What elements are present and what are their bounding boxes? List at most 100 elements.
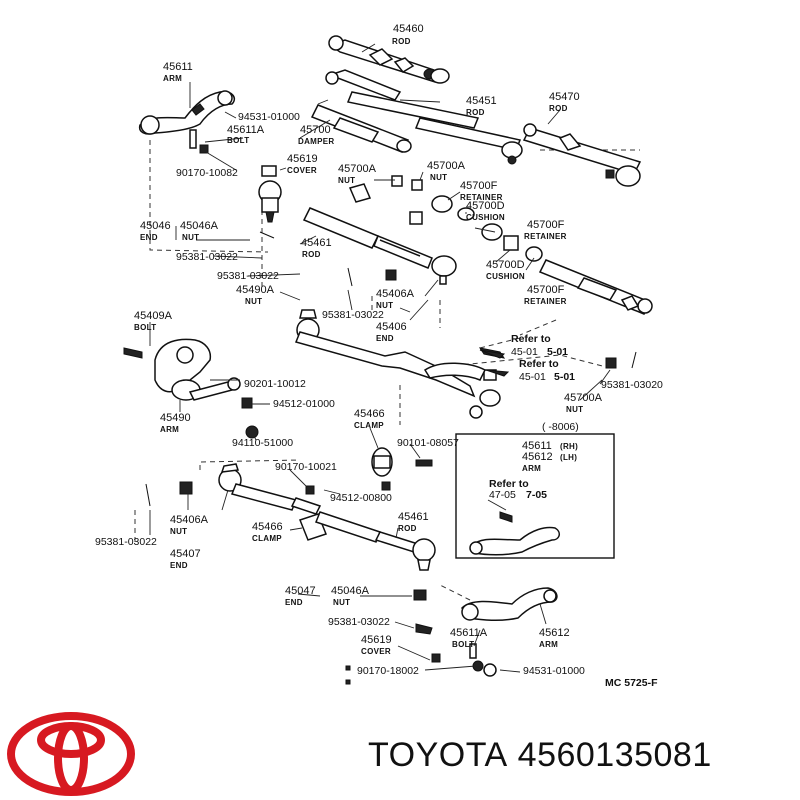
label-90201-10012: 90201-10012 (244, 378, 306, 390)
end-45046-drawing (258, 165, 282, 239)
label-retainer-1: RETAINER (460, 193, 503, 202)
label-bolt-2: BOLT (134, 323, 156, 332)
label-arm-1: ARM (163, 74, 182, 83)
rod-45451-drawing (414, 117, 523, 165)
label-45046: 45046 (140, 220, 171, 232)
inset-box (455, 433, 615, 559)
arm-45612-drawing (345, 587, 558, 685)
label-lh: (LH) (560, 453, 577, 462)
damper-45700-drawing (310, 91, 480, 153)
damper-hardware-drawing (348, 175, 543, 262)
label-45470: 45470 (549, 91, 580, 103)
label-45700: 45700 (300, 124, 331, 136)
label-ref-a-sec: 45-01 (511, 346, 538, 358)
label-retainer-2: RETAINER (524, 232, 567, 241)
label-rh: (RH) (560, 442, 578, 451)
label-45046A-b: 45046A (331, 585, 370, 597)
label-45409A: 45409A (134, 310, 173, 322)
label-bolt-3: BOLT (452, 640, 474, 649)
label-ref-a-fig: 5-01 (547, 346, 568, 358)
label-ref-b-sec: 45-01 (519, 371, 546, 383)
dashed-leader-lines (134, 140, 640, 601)
label-90170-10021: 90170-10021 (275, 461, 337, 473)
label-94512-01000: 94512-01000 (273, 398, 335, 410)
label-rod-4: ROD (302, 250, 321, 259)
label-nut-5: NUT (376, 301, 393, 310)
label-45700F-b: 45700F (527, 219, 565, 231)
label-45700F-c: 45700F (527, 284, 565, 296)
refer-arrows (479, 349, 510, 511)
label-arm-3: ARM (522, 464, 541, 473)
label-45406: 45406 (376, 321, 407, 333)
label-45461: 45461 (301, 237, 332, 249)
label-end-2: END (376, 334, 394, 343)
label-45700A-c: 45700A (564, 392, 603, 404)
label-rod-1: ROD (392, 37, 411, 46)
label-45611A: 45611A (227, 124, 265, 136)
label-45700A-a: 45700A (338, 163, 377, 175)
label-95381-03022-d: 95381-03022 (95, 536, 157, 548)
label-ref-c-sec: 47-05 (489, 489, 516, 501)
label-nut-4: NUT (245, 297, 262, 306)
label-95381-03022-e: 95381-03022 (328, 616, 390, 628)
label-45406A-b: 45406A (170, 514, 209, 526)
label-nut-1: NUT (338, 176, 355, 185)
label-45406A: 45406A (376, 288, 415, 300)
label-refer-to-c: Refer to (489, 478, 529, 490)
label-94110-51000: 94110-51000 (232, 437, 293, 449)
label-45611: 45611 (163, 61, 193, 73)
rod-45461-drawing (302, 207, 457, 287)
label-arm-4: ARM (539, 640, 558, 649)
idler-arm-drawing (123, 338, 259, 439)
label-cushion-1: CUSHION (466, 213, 505, 222)
clamp-45466-drawing (371, 447, 433, 491)
label-arm-2: ARM (160, 425, 179, 434)
label-45619: 45619 (287, 153, 318, 165)
label-end-1: END (140, 233, 158, 242)
label-45611-rh: 45611 (522, 440, 552, 452)
label-nut-8: NUT (333, 598, 350, 607)
label-range: ( -8006) (542, 421, 579, 433)
label-45466-b: 45466 (252, 521, 283, 533)
label-45700D-a: 45700D (466, 200, 505, 212)
label-45700F-a: 45700F (460, 180, 498, 192)
rod-45461b-drawing (315, 511, 436, 635)
label-94531-01000-b: 94531-01000 (523, 665, 585, 677)
end-45407-drawing (145, 463, 327, 541)
label-nut-2: NUT (430, 173, 447, 182)
relay-rod-drawing (294, 309, 637, 419)
label-45460: 45460 (393, 23, 424, 35)
label-45466: 45466 (354, 408, 385, 420)
rod-45470-drawing (522, 123, 642, 187)
label-94531-01000-a: 94531-01000 (238, 111, 300, 123)
label-95381-03020: 95381-03020 (601, 379, 663, 391)
label-clamp-2: CLAMP (252, 534, 282, 543)
label-45046A: 45046A (180, 220, 219, 232)
rod-45460-drawing (325, 35, 450, 101)
label-damper: DAMPER (298, 137, 334, 146)
label-end-4: END (285, 598, 303, 607)
arm-45611-drawing (138, 90, 236, 135)
label-ref-b-fig: 5-01 (554, 371, 575, 383)
label-45461-b: 45461 (398, 511, 429, 523)
label-45700D-b: 45700D (486, 259, 525, 271)
label-end-3: END (170, 561, 188, 570)
label-90170-18002: 90170-18002 (357, 665, 419, 677)
label-45611A-b: 45611A (450, 627, 488, 639)
label-95381-03022-c: 95381-03022 (322, 309, 384, 321)
label-cover-2: COVER (361, 647, 391, 656)
label-45451: 45451 (466, 95, 497, 107)
part-labels: 45460 ROD 45611 ARM 45451 ROD 45470 ROD … (95, 23, 663, 689)
label-45612: 45612 (539, 627, 570, 639)
label-45490: 45490 (160, 412, 191, 424)
label-45619-b: 45619 (361, 634, 392, 646)
label-90101-08057: 90101-08057 (397, 437, 459, 449)
label-refer-to-b: Refer to (519, 358, 559, 370)
label-cover-1: COVER (287, 166, 317, 175)
label-45490A: 45490A (236, 284, 275, 296)
label-45700A-b: 45700A (427, 160, 466, 172)
label-rod-5: ROD (398, 524, 417, 533)
label-cushion-2: CUSHION (486, 272, 525, 281)
